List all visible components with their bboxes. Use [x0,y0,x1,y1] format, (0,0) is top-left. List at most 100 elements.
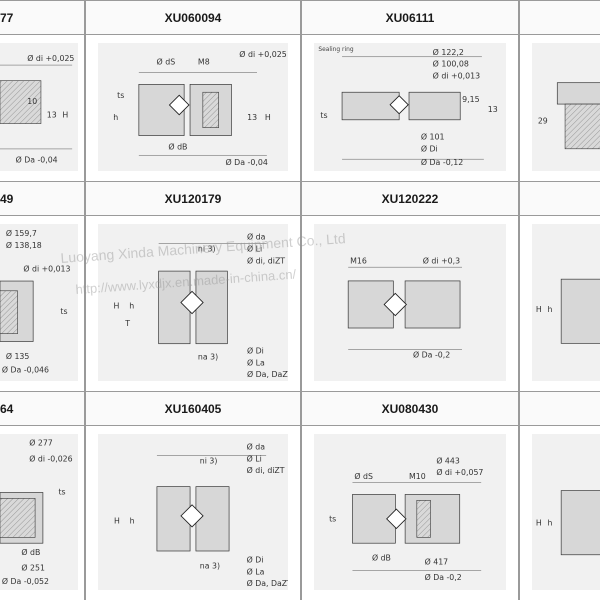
dim-label: Ø di, diZT [247,466,285,475]
product-cell[interactable]: XU060094 Ø dS M8 Ø di +0,025 ts h 13 H Ø… [85,0,301,182]
dim-label: 29 [538,117,548,126]
product-cell[interactable]: 29 [519,0,600,182]
dim-label: ts [60,307,67,316]
dim-label: h [129,301,134,310]
dim-label: M16 [350,256,367,265]
dim-label: Ø di +0,025 [239,49,286,59]
product-cell[interactable]: XU160405 Ø da Ø Li Ø di, diZT ni 3) H h … [85,391,301,600]
product-cell[interactable]: XU080430 Ø dS M10 Ø 443 Ø di +0,057 ts Ø… [301,391,519,600]
product-cell[interactable]: XU120222 M16 Ø di +0,3 Ø Da -0,2 [301,181,519,392]
dim-label: Ø 135 [6,352,30,361]
product-title: XU120222 [302,182,518,216]
product-title: 49 [0,182,84,216]
dim-label: Ø Da -0,2 [425,573,462,582]
dim-label: 13 [488,105,498,114]
dim-label: Ø di +0,013 [433,70,480,80]
dim-label: Sealing ring [318,47,353,53]
product-title: XU060094 [86,1,300,35]
dim-label: T [124,319,130,328]
technical-drawing: Ø da Ø Li Ø di, diZT ni 3) T H h na 3) Ø… [98,224,288,381]
dim-label: Ø Da, DaZT [247,369,288,379]
dim-label: Ø Da -0,04 [225,157,267,167]
dim-label: H [114,517,120,526]
technical-drawing: Ø dS M10 Ø 443 Ø di +0,057 ts Ø dB Ø 417… [314,434,506,590]
dim-label: h [548,519,553,528]
dim-label: Ø 122,2 [433,47,464,57]
dim-label: h [113,113,118,122]
technical-drawing: Ø dS M8 Ø di +0,025 ts h 13 H Ø dB Ø Da … [98,43,288,171]
dim-label: H [114,301,120,310]
product-title [520,182,600,216]
dim-label: Ø La [247,357,265,367]
product-title: XU120179 [86,182,300,216]
dim-label: Ø 138,18 [6,241,42,250]
technical-drawing: Ø 277 Ø di -0,026 ts Ø dB Ø 251 Ø Da -0,… [0,434,78,590]
technical-drawing: M16 Ø di +0,3 Ø Da -0,2 [314,224,506,381]
dim-label: ni 3) [200,456,218,465]
dim-label: Ø da [247,443,266,452]
dim-label: Ø La [247,567,265,576]
dim-label: ts [329,515,336,524]
product-cell[interactable]: H h [519,391,600,600]
dim-label: Ø Li [247,454,262,463]
dim-label: h [548,305,553,314]
product-cell[interactable]: H h [519,181,600,392]
dim-label: 9,15 [462,95,480,104]
product-title: XU080430 [302,392,518,426]
dim-label: ts [320,111,327,120]
dim-label: Ø Da -0,04 [16,156,58,165]
dim-label: Ø da [247,232,266,242]
product-cell[interactable]: XU120179 Ø da Ø Li Ø di, diZT ni 3) T H … [85,181,301,392]
product-cell[interactable]: 77 Ø di +0,025 10 13 H Ø Da -0,04 [0,0,85,182]
dim-label: M10 [409,472,426,481]
dim-label: na 3) [200,562,220,571]
dim-label: ts [117,91,124,100]
dim-label: Ø Da -0,12 [421,157,463,167]
dim-label: Ø 251 [21,564,45,573]
dim-label: Ø dB [168,141,187,151]
product-cell[interactable]: 64 Ø 277 Ø di -0,026 ts Ø dB Ø 251 Ø Da … [0,391,85,600]
dim-label: Ø dS [354,472,373,481]
technical-drawing: H h [532,224,600,381]
product-title: 77 [0,1,84,35]
dim-label: Ø Di [247,346,264,356]
product-title: XU06111 [302,1,518,35]
product-cell[interactable]: XU06111 Sealing ring Ø 122,2 Ø 100,08 Ø … [301,0,519,182]
technical-drawing: H h [532,434,600,590]
dim-label: 10 [27,97,37,106]
technical-drawing: Ø di +0,025 10 13 H Ø Da -0,04 [0,43,78,171]
dim-label: Ø Li [247,243,262,253]
dim-label: ts [58,487,65,496]
dim-label: H [536,305,542,314]
dim-label: Ø di, diZT [247,255,285,265]
dim-label: na 3) [198,352,218,361]
dim-label: Ø di +0,057 [436,468,483,477]
product-title: XU160405 [86,392,300,426]
dim-label: Ø di +0,025 [27,54,74,63]
dim-label: Ø 277 [29,439,53,448]
dim-label: Ø dB [372,554,391,563]
dim-label: H [62,111,68,120]
dim-label: Ø Di [247,556,264,565]
dim-label: Ø Da -0,2 [413,349,450,359]
dim-label: Ø Di [421,143,438,153]
dim-label: Ø 159,7 [6,229,37,238]
product-title [520,392,600,426]
dim-label: ni 3) [198,244,216,253]
dim-label: 13 [247,113,257,122]
dim-label: Ø dB [21,548,40,557]
dim-label: Ø 417 [425,558,449,567]
product-title: 64 [0,392,84,426]
dim-label: Ø Da, DaZT [247,579,288,588]
technical-drawing: Ø da Ø Li Ø di, diZT ni 3) H h na 3) Ø D… [98,434,288,590]
product-title [520,1,600,35]
dim-label: 13 [47,111,57,120]
dim-label: Ø Da -0,052 [2,577,49,586]
dim-label: Ø di +0,3 [423,255,460,265]
dim-label: h [130,517,135,526]
product-cell[interactable]: 49 Ø 159,7 Ø 138,18 Ø di +0,013 ts Ø 135… [0,181,85,392]
dim-label: H [265,113,271,122]
dim-label: Ø dS [157,57,176,67]
technical-drawing: Sealing ring Ø 122,2 Ø 100,08 Ø di +0,01… [314,43,506,171]
